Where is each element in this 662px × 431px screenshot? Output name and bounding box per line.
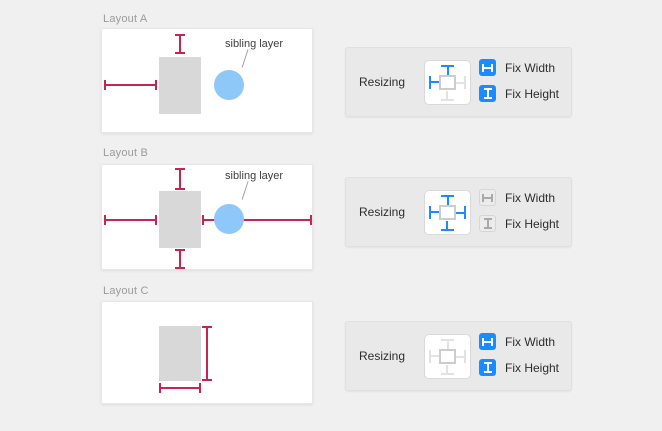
measure-line-right xyxy=(202,215,312,225)
measure-line-bottom xyxy=(175,249,185,269)
fix-height-icon xyxy=(479,215,496,232)
constraint-pin-top[interactable] xyxy=(441,65,454,76)
measure-line-width xyxy=(159,383,201,393)
constraint-widget xyxy=(424,334,471,379)
section-label: Layout A xyxy=(103,13,148,25)
layout-canvas: sibling layer xyxy=(101,164,313,270)
fix-width-button[interactable]: Fix Width xyxy=(479,333,555,350)
fix-height-label: Fix Height xyxy=(505,216,560,231)
target-rectangle xyxy=(159,326,201,381)
fix-height-button[interactable]: Fix Height xyxy=(479,359,559,376)
measure-line-top xyxy=(175,34,185,54)
resizing-panel: Resizing Fix Width Fix Height xyxy=(345,321,572,391)
constraint-pin-left[interactable] xyxy=(429,76,440,89)
measure-line-left xyxy=(104,215,157,225)
target-rectangle xyxy=(159,57,201,114)
sibling-layer-label: sibling layer xyxy=(225,170,284,182)
resizing-label: Resizing xyxy=(359,205,406,219)
constraint-widget xyxy=(424,60,471,105)
constraint-pin-bottom[interactable] xyxy=(441,364,454,375)
fix-width-icon xyxy=(479,333,496,350)
measure-line-top xyxy=(175,168,185,190)
sibling-layer-label: sibling layer xyxy=(225,38,284,50)
fix-height-icon xyxy=(479,85,496,102)
constraint-pin-right[interactable] xyxy=(455,206,466,219)
constraint-pin-bottom[interactable] xyxy=(441,90,454,101)
layout-canvas xyxy=(101,301,313,404)
resizing-label: Resizing xyxy=(359,349,406,363)
fix-width-icon xyxy=(479,189,496,206)
constraint-pin-right[interactable] xyxy=(455,76,466,89)
fix-height-button[interactable]: Fix Height xyxy=(479,215,559,232)
constraint-center-square xyxy=(439,205,456,220)
fix-width-button[interactable]: Fix Width xyxy=(479,59,555,76)
constraint-center-square xyxy=(439,349,456,364)
resizing-panel: Resizing Fix Width Fix Height xyxy=(345,177,572,247)
fix-width-button[interactable]: Fix Width xyxy=(479,189,555,206)
constraint-pin-left[interactable] xyxy=(429,350,440,363)
fix-height-icon xyxy=(479,359,496,376)
fix-width-label: Fix Width xyxy=(505,190,556,205)
constraint-pin-top[interactable] xyxy=(441,339,454,350)
fix-width-label: Fix Width xyxy=(505,334,556,349)
constraint-pin-left[interactable] xyxy=(429,206,440,219)
constraint-widget xyxy=(424,190,471,235)
fix-width-label: Fix Width xyxy=(505,60,556,75)
measure-line-left xyxy=(104,80,157,90)
section-label: Layout B xyxy=(103,147,149,159)
resizing-label: Resizing xyxy=(359,75,406,89)
constraint-pin-right[interactable] xyxy=(455,350,466,363)
fix-width-icon xyxy=(479,59,496,76)
resizing-panel: Resizing Fix Width Fix Height xyxy=(345,47,572,117)
fix-height-label: Fix Height xyxy=(505,360,560,375)
sibling-pointer-line xyxy=(241,181,249,200)
fix-height-label: Fix Height xyxy=(505,86,560,101)
sibling-circle xyxy=(214,204,244,234)
section-label: Layout C xyxy=(103,285,149,297)
layout-canvas: sibling layer xyxy=(101,28,313,133)
constraint-pin-bottom[interactable] xyxy=(441,220,454,231)
fix-height-button[interactable]: Fix Height xyxy=(479,85,559,102)
sibling-circle xyxy=(214,70,244,100)
measure-line-height xyxy=(202,326,212,381)
target-rectangle xyxy=(159,191,201,248)
constraint-pin-top[interactable] xyxy=(441,195,454,206)
sibling-pointer-line xyxy=(241,49,249,68)
constraint-center-square xyxy=(439,75,456,90)
